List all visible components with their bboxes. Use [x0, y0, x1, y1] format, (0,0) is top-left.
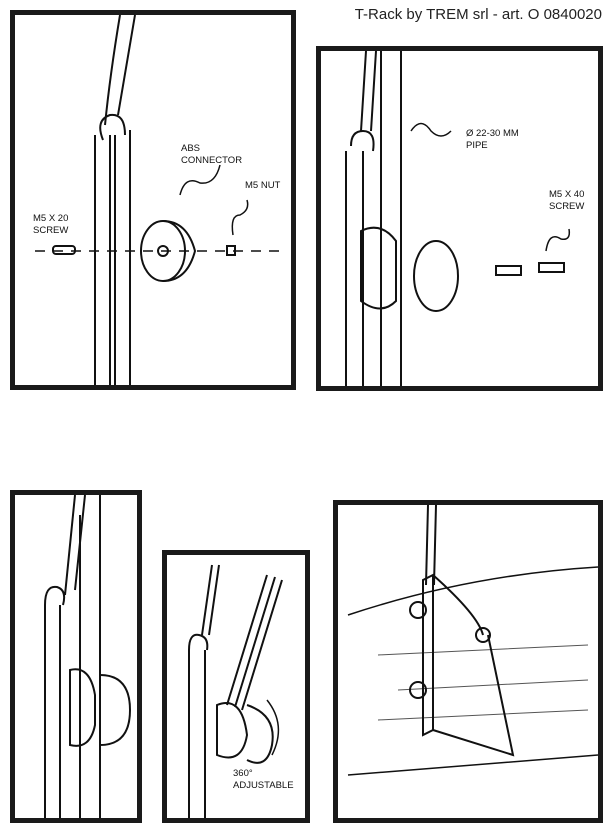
panel-step-3 [10, 490, 142, 823]
m5-nut-label: M5 NUT [245, 180, 281, 191]
panel-step-4: 360°ADJUSTABLE [162, 550, 310, 823]
pipe-mounting-illustration [345, 51, 571, 386]
adjustable-label: 360°ADJUSTABLE [233, 768, 294, 791]
document-title: T-Rack by TREM srl - art. O 0840020 [354, 6, 602, 23]
mounted-connector-illustration [44, 495, 132, 818]
panel-step-5 [333, 500, 603, 823]
rotation-illustration [188, 564, 283, 818]
boat-rack-illustration [347, 505, 598, 776]
exploded-assembly-illustration [35, 15, 285, 385]
